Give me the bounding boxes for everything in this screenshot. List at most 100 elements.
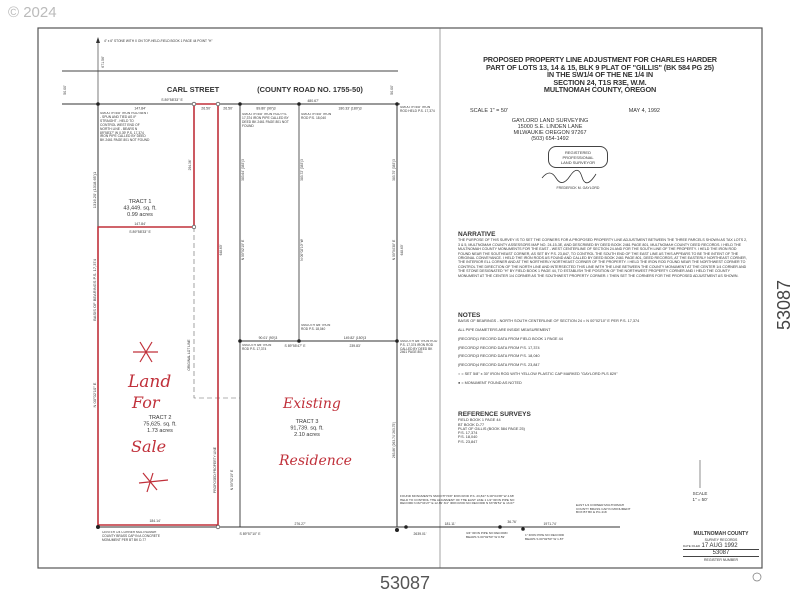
ell-dim: 149.82' (150')3 bbox=[344, 336, 367, 340]
seal-icon bbox=[752, 572, 762, 582]
east-south-dim: 263.86' (263.74' 263.75') bbox=[392, 422, 396, 458]
vert-bearing: N 00°02'10" E bbox=[241, 239, 245, 260]
firm-line: MILWAUKIE OREGON 97267 bbox=[513, 130, 587, 136]
center-corner-note: CENTER 1/4 CORNER MULTNOMAH COUNTY BRASS… bbox=[102, 531, 160, 542]
county-road-label: (COUNTY ROAD NO. 1755-50) bbox=[257, 85, 363, 94]
ne-note: SMOOTH 5/8" IRON ROD HELD P.S. 17,374 bbox=[400, 106, 435, 113]
found-monuments-note: FOUND MONUMENTS SMOOTH 5/8" IRON ROD P.S… bbox=[400, 495, 515, 506]
tract3-acres: 2.10 acres bbox=[294, 432, 320, 438]
county-records-block: MULTNOMAH COUNTY SURVEY RECORDS DATE FIL… bbox=[683, 531, 759, 563]
stamp-line: LAND SURVEYOR bbox=[560, 160, 596, 165]
handwriting-for: For bbox=[131, 393, 161, 412]
basis-label: BASIS OF BEARINGS P.S. 17,374 bbox=[92, 258, 97, 321]
north-dim: 480.67' bbox=[307, 99, 319, 103]
county-sub: SURVEY RECORDS bbox=[704, 538, 738, 542]
stamp-line: REGISTERED bbox=[564, 150, 591, 155]
dim-294: 294.36' bbox=[188, 159, 192, 170]
n1-note: SMOOTH 5/8" IRON ROD P.S. 17,374 IRON PI… bbox=[242, 113, 289, 128]
north-dim: 26.50' bbox=[201, 107, 211, 111]
road-width-left: 50.00' bbox=[63, 85, 67, 95]
narrative-heading: NARRATIVE bbox=[458, 231, 496, 238]
tract1-south-dim: 147.84' bbox=[134, 222, 146, 226]
firm-line: (503) 654-1492 bbox=[531, 136, 569, 142]
narrative-text: THE PURPOSE OF THIS SURVEY IS TO SET THE… bbox=[458, 238, 748, 278]
surveyor-firm: GAYLORD LAND SURVEYING 15000 S.E. LINDEN… bbox=[470, 118, 630, 142]
survey-title: PROPOSED PROPERTY LINE ADJUSTMENT FOR CH… bbox=[440, 56, 760, 94]
tract1-name: TRACT 1 bbox=[129, 199, 152, 205]
note-item: ○ = SET 5/8" x 30" IRON ROD WITH YELLOW … bbox=[458, 372, 618, 377]
note-item: ALL PIPE DIAMETERS ARE INSIDE MEASUREMEN… bbox=[458, 328, 551, 333]
title-line: IN THE SW1/4 OF THE NE 1/4 IN bbox=[547, 70, 653, 80]
scale-value: 1" = 50' bbox=[692, 497, 707, 502]
handwriting-land: Land bbox=[127, 372, 171, 392]
bottom-register-number: 53087 bbox=[380, 573, 430, 593]
stone-dim: 671.56' bbox=[101, 56, 105, 68]
date-filed-label: DATE FILED bbox=[683, 544, 701, 548]
south-dim: 36.76' bbox=[507, 520, 516, 524]
county-name: MULTNOMAH COUNTY bbox=[693, 531, 749, 537]
vert-bearing: N 00°02'10" W bbox=[300, 238, 304, 260]
vert-dim: 648.60' bbox=[400, 244, 404, 255]
title-line: PROPOSED PROPERTY LINE ADJUSTMENT FOR CH… bbox=[483, 55, 717, 64]
reference-item: P.S. 23,847 bbox=[458, 439, 478, 444]
road-width-right: 50.00' bbox=[390, 85, 394, 95]
tract3-area: 91,739. sq. ft. bbox=[290, 426, 324, 432]
title-scale: SCALE 1" = 50' bbox=[470, 108, 509, 114]
asterisk-icon bbox=[138, 472, 169, 493]
date-filed: 17 AUG 1992 bbox=[701, 543, 738, 549]
scale-date-row: SCALE 1" = 50' MAY 4, 1992 bbox=[470, 108, 660, 114]
note-item: BASIS OF BEARINGS - NORTH SOUTH CENTERLI… bbox=[458, 319, 640, 324]
reference-heading: REFERENCE SURVEYS bbox=[458, 411, 531, 418]
handwriting-existing: Existing bbox=[282, 396, 341, 412]
vert-dim: 383.64' (383')3 bbox=[241, 159, 245, 181]
scale-label: SCALE bbox=[693, 491, 708, 496]
handwriting-residence: Residence bbox=[278, 453, 352, 469]
reference-surveys-section: REFERENCE SURVEYS FIELD BOOK 1 PAGE 44 B… bbox=[458, 411, 608, 444]
tract1-acres: 0.99 acres bbox=[127, 212, 153, 218]
title-line: SECTION 24, T1S R3E, W.M. bbox=[553, 77, 647, 87]
east-corner-note: EAST 1/4 CORNER MULTNOMAH COUNTY BRASS C… bbox=[576, 504, 631, 515]
dim-648: 648.60' bbox=[219, 244, 223, 255]
title-line: MULTNOMAH COUNTY, OREGON bbox=[543, 85, 657, 95]
north-dim: 147.84' bbox=[134, 107, 146, 111]
stamp-name: FREDERICK M. GAYLORD bbox=[556, 186, 600, 190]
stone-note: 4" x 6" STONE WITH X ON TOP-HELD-FIELD B… bbox=[104, 39, 212, 43]
north-dim: 26.50' bbox=[223, 107, 233, 111]
north-dim: 180.33' (180')3 bbox=[338, 107, 361, 111]
west-dim: 1316.20' (1318.65')1 bbox=[92, 171, 97, 208]
ell-note-left: SMOOTH 5/8" IRON ROD P.S. 17,374 bbox=[242, 344, 272, 351]
nw-corner-note: SMOOTH 5/8" IRON ROD BENT - SPUN AND TIE… bbox=[100, 112, 150, 143]
tract3-west-bearing: N 00°02'10" E bbox=[230, 469, 234, 490]
pipe1-note: 3/4" IRON PIPE NO RECORD BEARS S 00°02'5… bbox=[466, 532, 508, 539]
register-label: REGISTER NUMBER bbox=[703, 558, 739, 562]
title-date: MAY 4, 1992 bbox=[628, 108, 660, 114]
north-bearing: S 89°58'33" E bbox=[161, 98, 183, 102]
note-item: (RECORD)3 RECORD DATA FROM P.S. 18,040 bbox=[458, 354, 540, 359]
ell-bearing: S 89°55'47" E bbox=[285, 344, 307, 348]
ell-note-mid: SMOOTH 5/8" IRON ROD P.S. 18,040 bbox=[301, 324, 331, 331]
firm-line: 15000 S.E. LINDEN LANE bbox=[517, 124, 583, 130]
vert-bearing: N 00°04'38" E bbox=[392, 239, 396, 260]
reference-item: P.S. 18,040 bbox=[458, 435, 478, 440]
reference-item: PLAT OF GILLIS (BOOK 584 PAGE 25) bbox=[458, 426, 525, 431]
set-rod-markers bbox=[191, 101, 221, 530]
south-bearing: S 89°57'10" E bbox=[240, 532, 262, 536]
tract1-south-bearing: S 89°58'33" E bbox=[129, 230, 151, 234]
notes-section: NOTES BASIS OF BEARINGS - NORTH SOUTH CE… bbox=[458, 312, 758, 390]
stamp-line: PROFESSIONAL bbox=[562, 155, 594, 160]
vert-dim: 383.72' (383')3 bbox=[300, 159, 304, 181]
tract2-area: 75,625. sq. ft. bbox=[143, 422, 177, 428]
south-dim: 181.11' bbox=[445, 522, 456, 526]
tract2-boundary bbox=[97, 103, 219, 526]
asterisk-icon bbox=[133, 341, 158, 363]
copyright-watermark: © 2024 bbox=[8, 4, 57, 21]
note-item: (RECORD)1 RECORD DATA FROM FIELD BOOK 1 … bbox=[458, 336, 563, 341]
south-dim: 276.27' bbox=[294, 522, 305, 526]
note-item: (RECORD)4 RECORD DATA FROM P.S. 23,847 bbox=[458, 363, 540, 368]
side-register-number: 53087 bbox=[774, 280, 794, 330]
ell-note-right: SMOOTH 5/8" IRON ROD P.S. 17,374 IRON RO… bbox=[400, 340, 438, 355]
ell-dim: 90.01' (90')3 bbox=[259, 336, 278, 340]
notes-heading: NOTES bbox=[458, 312, 481, 319]
original-lot-line bbox=[193, 227, 240, 399]
